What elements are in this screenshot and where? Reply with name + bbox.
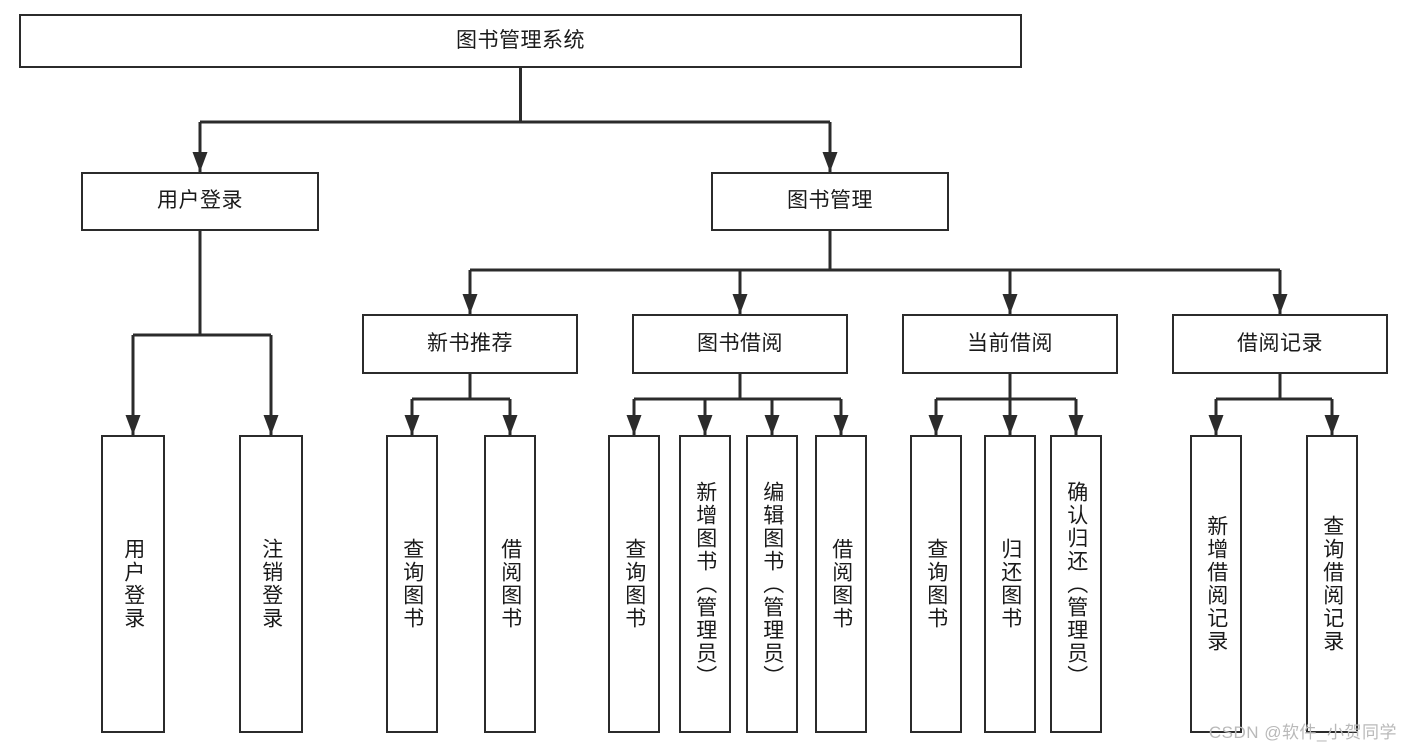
node-label: 用户登录 bbox=[157, 189, 243, 213]
node-label: 借阅记录 bbox=[1237, 331, 1323, 355]
node-borrow-record[interactable]: 借阅记录 bbox=[1172, 314, 1388, 374]
node-book-manage[interactable]: 图书管理 bbox=[711, 172, 949, 231]
node-label: 新增借阅记录 bbox=[1204, 515, 1228, 653]
node-label: 图书借阅 bbox=[697, 331, 783, 355]
node-label: 查询借阅记录 bbox=[1320, 515, 1344, 653]
node-label: 查询图书 bbox=[400, 538, 424, 630]
node-user-login[interactable]: 用户登录 bbox=[81, 172, 319, 231]
node-book-borrow[interactable]: 图书借阅 bbox=[632, 314, 848, 374]
node-leaf-logout[interactable]: 注销登录 bbox=[239, 435, 303, 733]
node-label: 编辑图书（管理员） bbox=[760, 480, 784, 688]
node-leaf-confirm-return[interactable]: 确认归还（管理员） bbox=[1050, 435, 1102, 733]
node-label: 确认归还（管理员） bbox=[1064, 480, 1088, 688]
node-leaf-query-book-2[interactable]: 查询图书 bbox=[608, 435, 660, 733]
node-label: 借阅图书 bbox=[498, 538, 522, 630]
node-label: 用户登录 bbox=[121, 538, 145, 630]
node-leaf-borrow-book-2[interactable]: 借阅图书 bbox=[815, 435, 867, 733]
node-leaf-add-record[interactable]: 新增借阅记录 bbox=[1190, 435, 1242, 733]
node-label: 新书推荐 bbox=[427, 331, 513, 355]
node-current-borrow[interactable]: 当前借阅 bbox=[902, 314, 1118, 374]
node-label: 当前借阅 bbox=[967, 331, 1053, 355]
node-label: 新增图书（管理员） bbox=[693, 480, 717, 688]
node-leaf-query-record[interactable]: 查询借阅记录 bbox=[1306, 435, 1358, 733]
node-leaf-user-login[interactable]: 用户登录 bbox=[101, 435, 165, 733]
node-label: 查询图书 bbox=[924, 538, 948, 630]
watermark: CSDN @软件_小贺同学 bbox=[1208, 723, 1397, 742]
node-label: 注销登录 bbox=[259, 538, 283, 630]
node-label: 归还图书 bbox=[998, 538, 1022, 630]
node-leaf-query-book-3[interactable]: 查询图书 bbox=[910, 435, 962, 733]
node-root-system[interactable]: 图书管理系统 bbox=[19, 14, 1022, 68]
node-leaf-borrow-book-1[interactable]: 借阅图书 bbox=[484, 435, 536, 733]
node-label: 查询图书 bbox=[622, 538, 646, 630]
node-leaf-edit-book[interactable]: 编辑图书（管理员） bbox=[746, 435, 798, 733]
node-label: 图书管理 bbox=[787, 189, 873, 213]
node-new-book-rec[interactable]: 新书推荐 bbox=[362, 314, 578, 374]
node-label: 图书管理系统 bbox=[456, 28, 585, 52]
node-label: 借阅图书 bbox=[829, 538, 853, 630]
node-leaf-add-book[interactable]: 新增图书（管理员） bbox=[679, 435, 731, 733]
node-leaf-return-book[interactable]: 归还图书 bbox=[984, 435, 1036, 733]
node-leaf-query-book-1[interactable]: 查询图书 bbox=[386, 435, 438, 733]
